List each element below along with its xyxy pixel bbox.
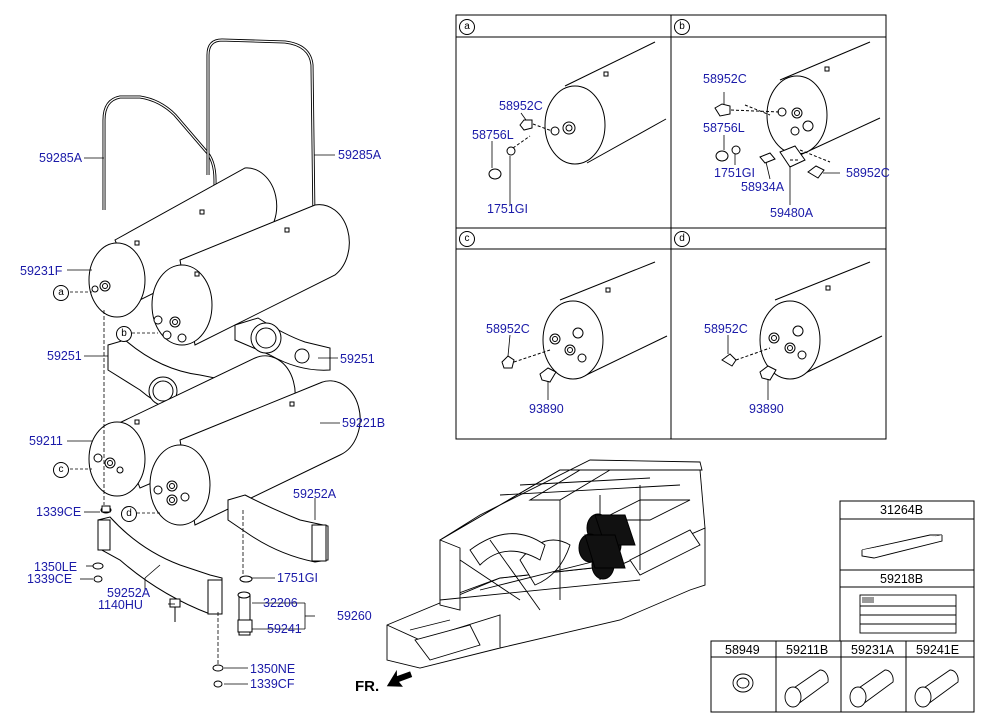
part-label[interactable]: 59480A — [770, 206, 814, 220]
panel-b-tank-drawing — [714, 41, 881, 179]
table-cell[interactable]: 31264B — [880, 503, 924, 517]
part-label[interactable]: 1140HU — [98, 598, 143, 612]
part-label[interactable]: 59285A — [338, 148, 382, 162]
callout-b: b — [116, 326, 132, 342]
part-label[interactable]: 1751GI — [277, 571, 319, 585]
fr-arrow-shape — [386, 669, 413, 687]
callout-a: a — [53, 285, 69, 301]
panel-a-tag: a — [459, 19, 475, 35]
panel-a-tank-drawing — [488, 41, 667, 180]
parts-table-icons — [732, 534, 959, 708]
panel-c-tag: c — [459, 231, 475, 247]
chassis-view — [386, 459, 706, 669]
panel-d-tank-drawing — [721, 261, 883, 381]
table-cell[interactable]: 59231A — [851, 643, 895, 657]
part-label[interactable]: 58952C — [486, 322, 530, 336]
main-exploded-drawing — [88, 38, 361, 688]
callout-d: d — [121, 506, 137, 522]
chassis-tanks-highlight — [578, 513, 636, 580]
part-label[interactable]: 1339CE — [27, 572, 73, 586]
part-label[interactable]: 58756L — [472, 128, 514, 142]
part-label[interactable]: 59241 — [267, 622, 302, 636]
panel-c-tank-drawing — [501, 261, 668, 383]
part-label[interactable]: 59251 — [340, 352, 375, 366]
part-label[interactable]: 93890 — [749, 402, 784, 416]
panel-b-tag: b — [674, 19, 690, 35]
table-cell[interactable]: 59211B — [786, 643, 829, 657]
table-cell[interactable]: 58949 — [725, 643, 760, 657]
part-label[interactable]: 1751GI — [714, 166, 756, 180]
part-label[interactable]: 59251 — [47, 349, 82, 363]
parts-table-grid — [710, 500, 975, 713]
part-label[interactable]: 59260 — [337, 609, 372, 623]
leader-lines — [67, 92, 840, 685]
part-label[interactable]: 58952C — [704, 322, 748, 336]
part-label[interactable]: 59285A — [39, 151, 83, 165]
part-label[interactable]: 58952C — [846, 166, 890, 180]
part-label[interactable]: 59211 — [29, 434, 63, 448]
part-label[interactable]: 59252A — [107, 586, 151, 600]
part-label[interactable]: 93890 — [529, 402, 564, 416]
part-label[interactable]: 58934A — [741, 180, 785, 194]
part-label[interactable]: 1350NE — [250, 662, 296, 676]
table-cell[interactable]: 59241E — [916, 643, 960, 657]
part-label[interactable]: 58952C — [499, 99, 543, 113]
part-label[interactable]: 1350LE — [34, 560, 78, 574]
part-label[interactable]: 58756L — [703, 121, 745, 135]
callout-c: c — [53, 462, 69, 478]
part-label[interactable]: 59252A — [293, 487, 337, 501]
table-cell[interactable]: 59218B — [880, 572, 924, 586]
detail-panels — [455, 14, 887, 440]
part-label[interactable]: 1339CE — [36, 505, 82, 519]
part-label[interactable]: 59231F — [20, 264, 63, 278]
part-label[interactable]: 1751GI — [487, 202, 529, 216]
panel-d-tag: d — [674, 231, 690, 247]
part-label[interactable]: 32206 — [263, 596, 298, 610]
front-label: FR. — [355, 678, 380, 695]
part-label[interactable]: 1339CF — [250, 677, 295, 691]
part-label[interactable]: 58952C — [703, 72, 747, 86]
part-label[interactable]: 59221B — [342, 416, 386, 430]
